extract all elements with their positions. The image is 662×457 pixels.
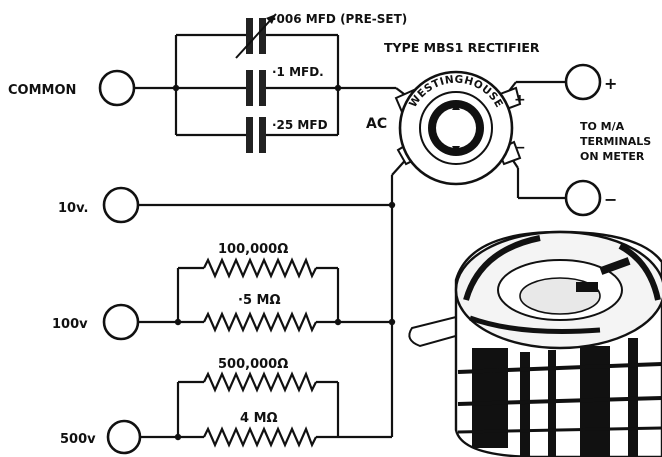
capacitor-25mfd (246, 117, 266, 153)
meter-label-1: TO M/A (580, 120, 625, 133)
out-plus-label: + (604, 74, 617, 93)
label-100v: 100v (52, 317, 88, 332)
meter-label-2: TERMINALS (580, 135, 651, 148)
rectifier-type-label: TYPE MBS1 RECTIFIER (384, 40, 540, 55)
meter-label-3: ON METER (580, 150, 645, 163)
label-10v: 10v. (58, 201, 88, 216)
r-4m-label: 4 MΩ (240, 411, 278, 426)
r-100k-label: 100,000Ω (218, 242, 288, 257)
terminal-plus (564, 63, 602, 101)
label-500v: 500v (60, 432, 96, 447)
rectifier (394, 70, 522, 186)
resistor-500k (203, 371, 317, 393)
r-5m-label: ·5 MΩ (238, 293, 281, 308)
resistor-100k (203, 257, 317, 279)
rectifier-photo (408, 230, 662, 457)
rect-plus-label: + (514, 92, 526, 108)
junctions (172, 84, 396, 441)
terminal-500v (106, 419, 142, 455)
terminal-minus (564, 179, 602, 217)
resistor-4m (203, 426, 317, 448)
capacitor-preset (235, 13, 277, 59)
terminal-10v (102, 186, 140, 224)
capacitor-1mfd (246, 70, 266, 106)
ac-label: AC (366, 116, 387, 132)
rect-minus-label: − (514, 140, 526, 156)
cap-25-label: ·25 MFD (272, 118, 328, 132)
cap-preset-label: ·006 MFD (PRE-SET) (272, 12, 407, 26)
resistor-5m (203, 311, 317, 333)
cap-1-label: ·1 MFD. (272, 65, 324, 79)
out-minus-label: − (604, 190, 617, 209)
common-terminal (98, 69, 136, 107)
r-500k-label: 500,000Ω (218, 357, 288, 372)
common-label: COMMON (8, 83, 76, 98)
terminal-100v (102, 303, 140, 341)
